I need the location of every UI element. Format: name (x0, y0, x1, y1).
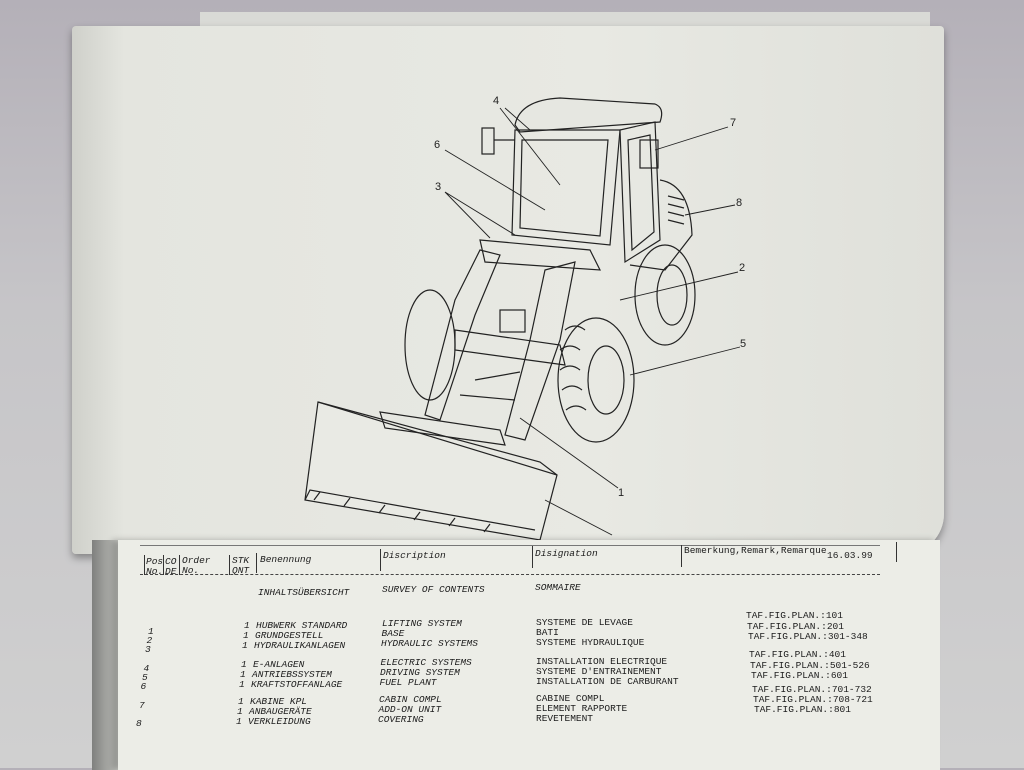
callout-4: 4 (493, 95, 500, 107)
row-designation: INSTALLATION ELECTRIQUE (536, 656, 668, 667)
header-description: Discription (383, 550, 446, 561)
row-designation: SYSTEME DE LEVAGE (536, 617, 633, 628)
row-description: ADD-ON UNIT (378, 704, 442, 715)
column-divider (144, 555, 145, 575)
callout-3: 3 (435, 181, 442, 193)
section-title-fr: SOMMAIRE (535, 582, 581, 593)
callout-5: 5 (740, 338, 747, 350)
row-designation: BATI (536, 627, 559, 638)
row-designation: INSTALLATION DE CARBURANT (536, 676, 679, 687)
row-remark: TAF.FIG.PLAN.:201 (747, 621, 844, 632)
row-designation: SYSTEME D'ENTRAINEMENT (536, 666, 662, 677)
column-divider (380, 549, 381, 571)
header-code-1: CO (165, 556, 177, 567)
row-qty: 1 (237, 706, 243, 717)
callout-8: 8 (736, 197, 743, 209)
header-order-2: No. (182, 565, 200, 576)
header-qty-1: STK (232, 555, 250, 566)
row-designation: REVETEMENT (536, 713, 594, 724)
row-remark: TAF.FIG.PLAN.:301-348 (748, 631, 868, 642)
row-description: FUEL PLANT (379, 677, 437, 688)
row-qty: 1 (238, 696, 244, 707)
section-title-en: SURVEY OF CONTENTS (382, 584, 485, 595)
column-divider (179, 555, 180, 575)
row-remark: TAF.FIG.PLAN.:101 (746, 610, 843, 621)
row-qty: 1 (240, 669, 246, 680)
column-divider (256, 553, 257, 573)
row-description: COVERING (378, 714, 424, 725)
row-pos: 4 (143, 663, 150, 674)
column-divider (681, 545, 682, 567)
callout-1: 1 (618, 487, 625, 499)
parts-list-page (118, 540, 940, 770)
row-benennung: E-ANLAGEN (253, 659, 305, 670)
row-remark: TAF.FIG.PLAN.:601 (751, 670, 848, 681)
header-remark: Bemerkung,Remark,Remarque (684, 545, 827, 556)
row-description: BASE (381, 628, 405, 639)
callout-7: 7 (730, 117, 737, 129)
row-qty: 1 (242, 640, 248, 651)
row-pos: 6 (140, 681, 147, 692)
header-code-2: DE (165, 566, 177, 577)
row-pos: 8 (136, 718, 142, 729)
row-benennung: VERKLEIDUNG (248, 716, 311, 727)
row-remark: TAF.FIG.PLAN.:708-721 (753, 694, 873, 705)
row-qty: 1 (243, 630, 249, 641)
row-description: LIFTING SYSTEM (382, 618, 462, 629)
row-remark: TAF.FIG.PLAN.:501-526 (750, 660, 870, 671)
header-pos-1: Pos (146, 556, 164, 567)
callout-6: 6 (434, 139, 441, 151)
row-qty: 1 (239, 679, 245, 690)
row-qty: 1 (244, 620, 250, 631)
row-remark: TAF.FIG.PLAN.:701-732 (752, 684, 872, 695)
column-divider (532, 546, 533, 568)
row-benennung: KABINE KPL (250, 696, 308, 707)
row-pos: 2 (146, 635, 153, 646)
header-order-1: Order (182, 555, 211, 566)
row-benennung: GRUNDGESTELL (255, 630, 324, 641)
row-pos: 1 (148, 626, 154, 637)
row-pos: 5 (142, 672, 148, 683)
row-pos: 3 (145, 644, 151, 655)
header-designation: Disignation (535, 548, 598, 559)
row-designation: CABINE COMPL (536, 693, 605, 704)
header-pos-2: No. (146, 566, 164, 577)
row-remark: TAF.FIG.PLAN.:801 (754, 704, 851, 715)
column-divider (896, 542, 897, 562)
row-benennung: KRAFTSTOFFANLAGE (251, 679, 343, 690)
row-description: DRIVING SYSTEM (380, 667, 460, 678)
row-pos: 7 (139, 700, 145, 711)
header-top-rule (140, 545, 880, 546)
row-benennung: ANBAUGERÄTE (249, 706, 312, 717)
header-qty-2: QNT (232, 565, 250, 576)
row-benennung: ANTRIEBSSYSTEM (252, 669, 332, 680)
header-date: 16.03.99 (827, 550, 873, 561)
booklet-binding (92, 540, 120, 770)
row-qty: 1 (241, 659, 247, 670)
row-designation: SYSTEME HYDRAULIQUE (536, 637, 645, 648)
row-benennung: HUBWERK STANDARD (256, 620, 348, 631)
column-divider (163, 555, 164, 575)
row-qty: 1 (236, 716, 242, 727)
section-title-de: INHALTSÜBERSICHT (258, 587, 350, 598)
column-divider (229, 555, 230, 575)
row-description: CABIN COMPL (379, 694, 442, 705)
header-dashed-rule (140, 574, 880, 575)
row-description: HYDRAULIC SYSTEMS (381, 638, 478, 649)
callout-2: 2 (739, 262, 746, 274)
row-remark: TAF.FIG.PLAN.:401 (749, 649, 846, 660)
row-benennung: HYDRAULIKANLAGEN (254, 640, 346, 651)
header-benennung: Benennung (260, 554, 312, 565)
row-description: ELECTRIC SYSTEMS (380, 657, 472, 668)
row-designation: ELEMENT RAPPORTE (536, 703, 628, 714)
